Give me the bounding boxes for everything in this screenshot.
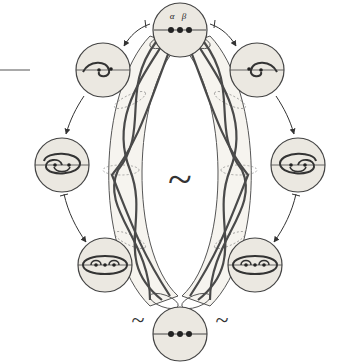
- point-label: β: [182, 12, 186, 21]
- point-label: α: [170, 12, 175, 21]
- equivalence-sign: ~: [168, 158, 192, 202]
- equivalence-sign: ~: [216, 308, 229, 332]
- equivalence-sign: ~: [132, 308, 145, 332]
- disc-outline: [152, 2, 208, 58]
- disc-node: αβ: [152, 2, 208, 58]
